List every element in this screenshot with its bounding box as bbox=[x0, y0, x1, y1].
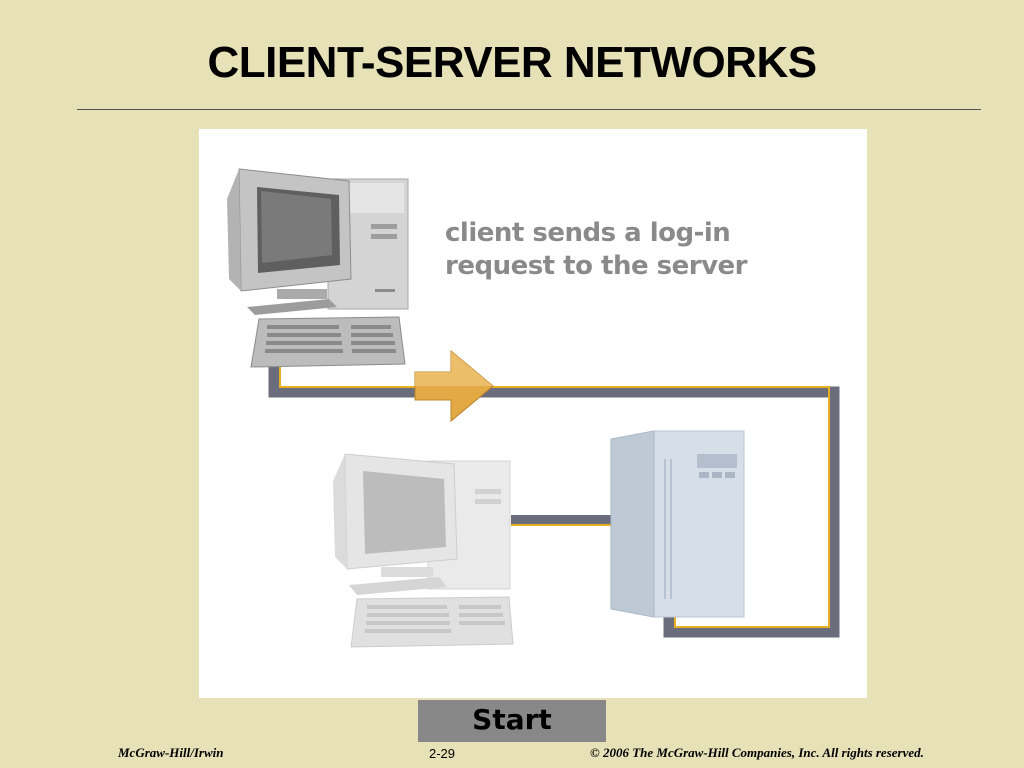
diagram-panel: client sends a log-in request to the ser… bbox=[199, 129, 867, 698]
start-button[interactable]: Start bbox=[418, 700, 606, 742]
caption-line-1: client sends a log-in bbox=[445, 218, 731, 248]
footer-copyright: © 2006 The McGraw-Hill Companies, Inc. A… bbox=[590, 745, 924, 760]
caption-line-2: request to the server bbox=[445, 251, 747, 281]
network-diagram bbox=[227, 168, 840, 648]
request-arrow-icon bbox=[414, 349, 494, 423]
footer-publisher: McGraw-Hill/Irwin bbox=[118, 745, 224, 760]
footer-page-number: 2-29 bbox=[429, 746, 456, 761]
title-divider bbox=[77, 109, 981, 110]
server-tower-icon bbox=[610, 430, 745, 618]
slide-title: CLIENT-SERVER NETWORKS bbox=[207, 38, 817, 87]
network-cables bbox=[268, 365, 840, 638]
faded-client-computer-icon bbox=[333, 453, 514, 648]
client-computer-icon bbox=[227, 168, 409, 368]
diagram-caption: client sends a log-in request to the ser… bbox=[445, 217, 825, 283]
